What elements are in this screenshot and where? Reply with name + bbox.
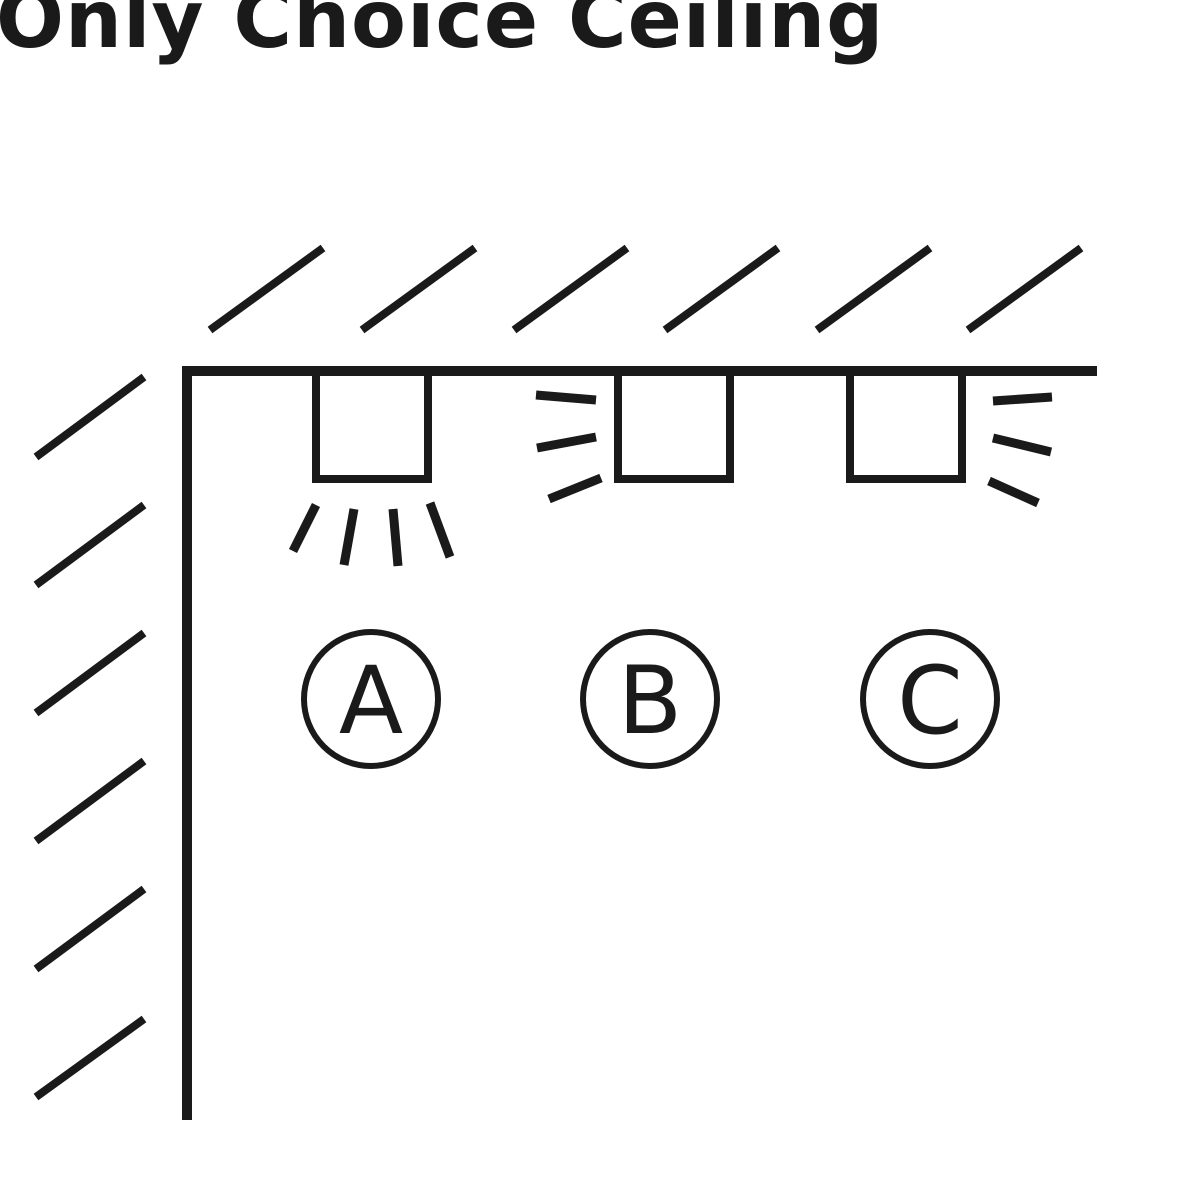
spray-line: [388, 508, 403, 567]
option-a-circle: [301, 629, 441, 769]
wall-hatch-line: [33, 757, 147, 845]
wall-hatch-line: [33, 373, 147, 461]
option-a-letter: A: [339, 647, 403, 756]
ceiling-hatch-line: [965, 244, 1084, 334]
sprinkler-head-a: [312, 367, 432, 483]
sprinkler-head-c: [846, 367, 966, 483]
wall-hatch-line: [33, 501, 147, 589]
option-b-letter: B: [618, 647, 683, 756]
page-title: Only Choice Ceiling: [0, 0, 885, 66]
ceiling-hatch-line: [814, 244, 933, 334]
spray-line: [425, 501, 455, 559]
spray-line: [991, 433, 1053, 457]
spray-lines-a: [288, 501, 455, 567]
spray-lines-c: [987, 392, 1053, 508]
option-b[interactable]: B: [580, 629, 720, 769]
option-b-circle: [580, 629, 720, 769]
wall-hatch-line: [33, 885, 147, 973]
wall-hatch-line: [33, 629, 147, 717]
ceiling-hatching: [207, 244, 1084, 334]
ceiling-hatch-line: [207, 244, 326, 334]
sprinkler-c: [846, 367, 1053, 508]
spray-line: [288, 502, 321, 554]
wall-hatch-line: [33, 1015, 147, 1101]
ceiling-hatch-line: [511, 244, 630, 334]
spray-line: [992, 392, 1053, 406]
spray-line: [547, 473, 603, 504]
spray-line: [536, 432, 597, 453]
ceiling-hatch-line: [662, 244, 781, 334]
option-c-circle: [860, 629, 1000, 769]
ceiling-hatch-line: [359, 244, 478, 334]
spray-lines-b: [535, 390, 603, 504]
spray-line: [535, 390, 597, 405]
option-c-letter: C: [897, 647, 963, 756]
spray-line: [339, 508, 359, 566]
option-a[interactable]: A: [301, 629, 441, 769]
sprinkler-b: [535, 367, 734, 504]
spray-line: [987, 476, 1040, 508]
option-c[interactable]: C: [860, 629, 1000, 769]
sprinkler-head-b: [614, 367, 734, 483]
wall-hatching: [33, 373, 147, 1101]
sprinkler-a: [288, 367, 455, 567]
